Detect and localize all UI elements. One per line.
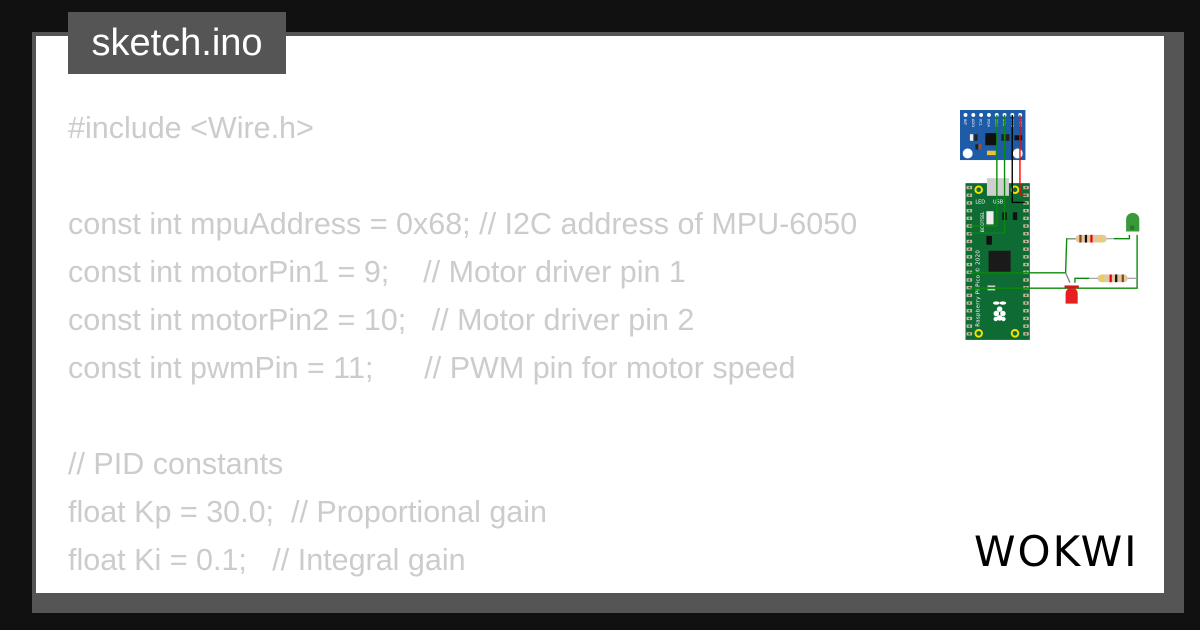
pico-pin-hole bbox=[1025, 232, 1027, 235]
brand-text: WOKWI bbox=[974, 527, 1139, 576]
file-title: sketch.ino bbox=[68, 12, 286, 74]
pico-pin-hole bbox=[968, 278, 971, 281]
code-line: float Kd = 0.1; // Derivative gain bbox=[68, 584, 857, 593]
pico-pin-hole bbox=[968, 186, 971, 189]
resistor-1[interactable] bbox=[1066, 234, 1114, 243]
green-led[interactable] bbox=[1126, 212, 1140, 232]
pico-pin-hole bbox=[968, 325, 971, 328]
pico-pin-hole bbox=[1025, 317, 1027, 320]
pico-pin-hole bbox=[1025, 201, 1027, 204]
code-line: #include <Wire.h> bbox=[68, 111, 314, 145]
mpu-pin-label: XDA bbox=[987, 119, 992, 128]
pico-pin-hole bbox=[1025, 325, 1027, 328]
mpu-pin-label: AD0 bbox=[971, 119, 976, 128]
pico-pin-hole bbox=[968, 294, 971, 297]
pico-pin-hole bbox=[1025, 302, 1027, 305]
code-line: const int motorPin1 = 9; // Motor driver… bbox=[68, 255, 686, 289]
pico-pin-hole bbox=[1025, 240, 1027, 243]
pico-pin-hole bbox=[968, 309, 971, 312]
usb-label: USB bbox=[993, 200, 1004, 206]
pico-pin-hole bbox=[968, 263, 971, 266]
pico-pin-hole bbox=[1025, 332, 1027, 335]
pico-pin-hole bbox=[1025, 309, 1027, 312]
resistor-2[interactable] bbox=[1089, 274, 1138, 283]
code-line: // PID constants bbox=[68, 447, 284, 481]
mpu-pin-vcc[interactable] bbox=[1018, 113, 1023, 117]
pico-pin-hole bbox=[968, 209, 971, 212]
code-line: float Kp = 30.0; // Proportional gain bbox=[68, 495, 547, 529]
pico-pin-hole bbox=[1025, 194, 1027, 197]
pico-pin-hole bbox=[968, 317, 971, 320]
pico-pin-hole bbox=[1025, 278, 1027, 281]
pico-pin-hole bbox=[968, 248, 971, 251]
pico-pin-hole bbox=[968, 217, 971, 220]
pico-pin-hole bbox=[1025, 263, 1027, 266]
bootsel-label: BOOTSEL bbox=[980, 211, 986, 232]
code-line: const int mpuAddress = 0x68; // I2C addr… bbox=[68, 207, 858, 241]
pico-pin-hole bbox=[968, 286, 971, 289]
mpu-pin-scl[interactable] bbox=[1002, 113, 1007, 117]
wokwi-logo: WOKWI bbox=[974, 527, 1139, 576]
mpu-pin-label: INT bbox=[963, 119, 968, 126]
red-led[interactable] bbox=[1064, 285, 1079, 304]
raspberry-pi-pico[interactable]: LED USB BOOTSEL Raspberry Pi Pico © 2020 bbox=[965, 178, 1030, 340]
pico-pin-hole bbox=[968, 332, 971, 335]
pico-pin-hole bbox=[968, 201, 971, 204]
led-label: LED bbox=[975, 200, 985, 206]
pico-pin-hole bbox=[1025, 209, 1027, 212]
pico-pin-hole bbox=[1025, 248, 1027, 251]
code-line: float Ki = 0.1; // Integral gain bbox=[68, 543, 466, 577]
mpu-pin-sda[interactable] bbox=[994, 113, 999, 117]
pico-pin-hole bbox=[1025, 217, 1027, 220]
pico-pin-hole bbox=[968, 232, 971, 235]
pico-pin-hole bbox=[968, 271, 971, 274]
mpu-pin-xcl[interactable] bbox=[979, 113, 984, 117]
mpu-pin-ad0[interactable] bbox=[971, 113, 976, 117]
code-line: const int pwmPin = 11; // PWM pin for mo… bbox=[68, 351, 796, 385]
raspberry-logo-icon bbox=[993, 301, 1007, 322]
code-text: #include <Wire.h> const int mpuAddress =… bbox=[68, 104, 857, 593]
bootsel-button[interactable] bbox=[986, 211, 994, 225]
mpu-pin-label: XCL bbox=[979, 119, 984, 127]
pico-pin-hole bbox=[968, 255, 971, 258]
code-line: const int motorPin2 = 10; // Motor drive… bbox=[68, 303, 695, 337]
pico-pin-hole bbox=[968, 240, 971, 243]
pico-pin-hole bbox=[1025, 255, 1027, 258]
mpu-pin-gnd[interactable] bbox=[1010, 113, 1015, 117]
pico-pin-hole bbox=[1025, 294, 1027, 297]
mpu-pin-xda[interactable] bbox=[987, 113, 991, 117]
mpu-pin-int[interactable] bbox=[963, 113, 968, 117]
pico-pin-hole bbox=[1025, 186, 1027, 189]
pico-pin-hole bbox=[968, 194, 971, 197]
pico-pin-hole bbox=[968, 225, 971, 228]
pico-pin-hole bbox=[1025, 225, 1027, 228]
pico-pin-hole bbox=[968, 302, 971, 305]
